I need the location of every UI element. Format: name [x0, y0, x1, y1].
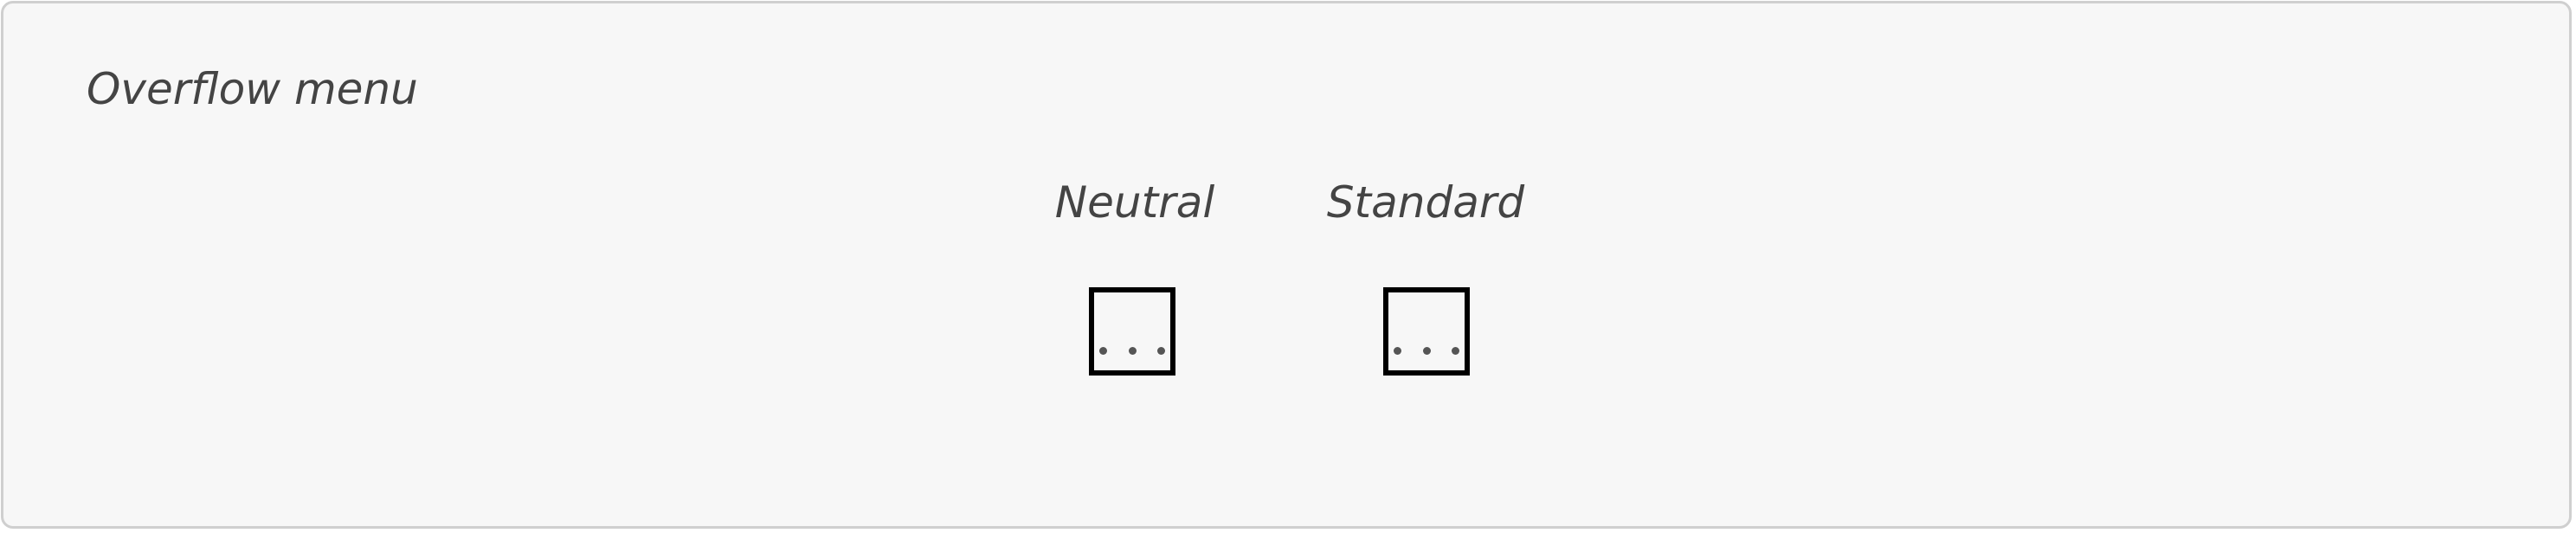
overflow-dots-icon — [1388, 347, 1465, 356]
dot — [1422, 347, 1431, 355]
standard-variant-label: Standard — [1326, 177, 1525, 228]
dot — [1394, 347, 1401, 355]
dot — [1099, 347, 1107, 355]
neutral-overflow-menu-button[interactable] — [1089, 287, 1175, 376]
panel-title: Overflow menu — [87, 64, 418, 114]
dot — [1452, 347, 1459, 355]
standard-overflow-menu-button[interactable] — [1383, 287, 1470, 376]
overflow-dots-icon — [1094, 347, 1170, 356]
dot — [1157, 347, 1165, 355]
neutral-variant-label: Neutral — [1054, 177, 1215, 228]
dot — [1128, 347, 1137, 355]
